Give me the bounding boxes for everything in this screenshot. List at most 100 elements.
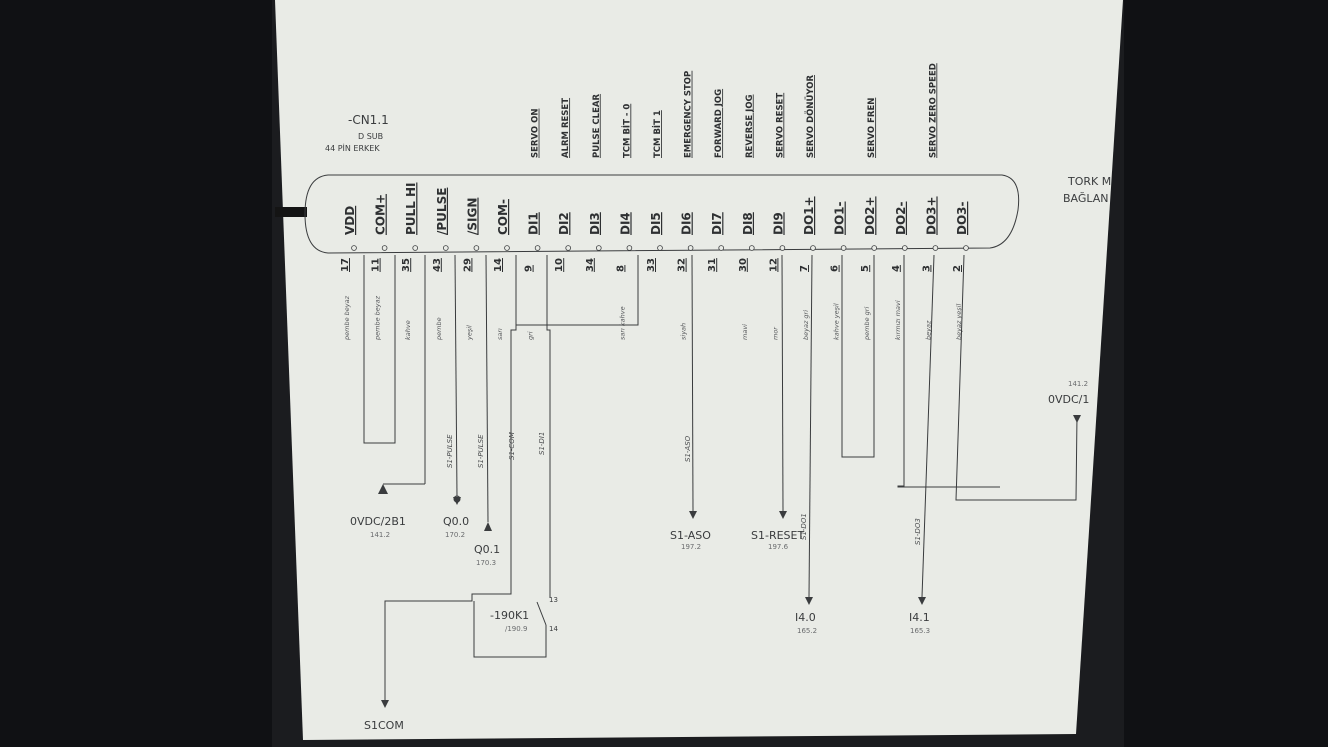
label-q01: Q0.1 — [474, 543, 500, 556]
relay-contact-a: 13 — [549, 596, 558, 604]
pin-terminal — [595, 245, 602, 251]
pin-wire-color: beyaz yeşil — [955, 304, 963, 340]
label-0vdc-right: 0VDC/1 — [1048, 393, 1089, 406]
wire-com-minus — [384, 255, 517, 700]
pin-number: 2 — [952, 265, 963, 272]
ref-s1aso: 197.2 — [681, 543, 701, 551]
pin-number: 32 — [677, 258, 688, 272]
arrow-s1com — [381, 700, 389, 708]
pin-terminal — [351, 245, 357, 251]
pin-name: VDD — [343, 206, 357, 235]
connector-subtitle-2: 44 PİN ERKEK — [325, 143, 380, 153]
tag-s1-do3: S1-DO3 — [914, 518, 922, 545]
wire-do3-minus — [955, 254, 1078, 501]
pin-wire-color: beyaz — [924, 320, 932, 340]
label-s1reset: S1-RESET — [751, 529, 804, 542]
tag-s1-pulse-b: S1-PULSE — [477, 434, 485, 468]
ref-q01: 170.3 — [476, 559, 496, 567]
side-note-line-2: BAĞLAN — [1063, 192, 1109, 205]
pin-name: DO2+ — [863, 196, 877, 235]
bus-bar — [275, 207, 307, 217]
pin-number: 29 — [462, 258, 473, 272]
pin-function: TCM BİT - 0 — [621, 104, 632, 158]
ref-q00: 170.2 — [445, 531, 465, 539]
tag-s1-aso: S1-ASO — [684, 435, 692, 462]
pin-name: DI3 — [588, 212, 602, 235]
pin-terminal — [748, 245, 755, 251]
pin-name: DI6 — [680, 212, 694, 235]
pin-wire-color: beyaz gri — [802, 310, 810, 340]
pin-name: /PULSE — [435, 188, 449, 235]
relay-contact-b: 14 — [549, 625, 558, 633]
relay-labels: -190K1 /190.9 13 14 — [490, 596, 558, 633]
relay-ref: /190.9 — [505, 625, 527, 633]
wire-pulse — [454, 254, 458, 498]
pin-terminal — [657, 245, 663, 251]
pin-terminal — [412, 245, 419, 251]
relay-contact — [536, 601, 547, 626]
relay-label: -190K1 — [490, 609, 529, 622]
label-s1com: S1COM — [364, 719, 404, 732]
ref-0vdc-2b1: 141.2 — [370, 531, 390, 539]
pin-function: SERVO ZERO SPEED — [928, 63, 938, 158]
arrow-0vdc-2b1 — [378, 484, 388, 494]
arrow-s1reset — [779, 511, 787, 519]
arrow-i40 — [805, 597, 813, 605]
pin-number: 9 — [524, 265, 535, 272]
pin-terminal — [779, 245, 786, 251]
pin-wire-color: gri — [527, 331, 535, 340]
pin-number: 4 — [891, 265, 902, 272]
tag-s1-pulse-a: S1-PULSE — [446, 434, 454, 468]
connector-body — [304, 174, 1020, 254]
pin-number: 17 — [340, 258, 351, 272]
pin-terminal — [381, 245, 388, 251]
pin-name: COM- — [496, 199, 510, 235]
pin-terminal — [687, 245, 694, 251]
pin-function: SERVO ON — [531, 109, 541, 158]
pin-number: 31 — [707, 258, 718, 272]
pin-wire-color: pembe gri — [863, 307, 871, 341]
label-q00: Q0.0 — [443, 515, 469, 528]
label-s1aso: S1-ASO — [670, 529, 711, 542]
arrow-s1aso — [689, 511, 697, 519]
pin-name: PULL HI — [404, 182, 418, 235]
wire-sign — [485, 254, 489, 523]
pin-terminal — [840, 245, 847, 251]
wire-do1-minus — [841, 255, 875, 458]
pin-name: DI5 — [649, 212, 663, 235]
pin-name: COM+ — [374, 194, 388, 235]
arrowheads — [378, 415, 1081, 708]
pin-function: FORWARD JOG — [714, 89, 724, 158]
pin-name: /SIGN — [465, 198, 479, 235]
label-0vdc-2b1: 0VDC/2B1 — [350, 515, 406, 528]
pin-function: SERVO RESET — [775, 93, 785, 158]
pin-number: 30 — [738, 258, 749, 272]
pin-number: 8 — [615, 265, 626, 272]
pin-terminal — [718, 245, 724, 251]
pin-function: TCM BİT 1 — [652, 110, 663, 158]
pin-wire-color: pembe — [435, 317, 443, 341]
arrow-i41 — [918, 597, 926, 605]
pin-wire-color: kahve yeşil — [833, 303, 841, 340]
pin-terminal — [626, 245, 633, 251]
pin-name: DO1- — [833, 201, 847, 235]
wire-di1 — [546, 255, 551, 598]
connector-subtitle-1: D SUB — [358, 132, 383, 141]
pin-name: DI8 — [741, 212, 755, 235]
tag-s1-com: S1-COM — [508, 432, 516, 460]
pin-number: 5 — [860, 265, 871, 272]
pin-terminal — [963, 245, 969, 251]
pin-terminal — [565, 245, 571, 251]
terminal-labels: 0VDC/2B1 141.2 Q0.0 170.2 Q0.1 170.3 S1-… — [350, 380, 1089, 732]
ref-i41: 165.3 — [910, 627, 930, 635]
pin-name: DI2 — [557, 212, 571, 235]
pin-name: DI4 — [618, 212, 632, 235]
tag-s1-di1: S1-DI1 — [538, 432, 546, 455]
relay-box — [473, 601, 547, 658]
pin-wire-color: sarı kahve — [618, 306, 626, 340]
wire-di6 — [691, 254, 694, 512]
side-note-line-1: TORK M — [1067, 175, 1111, 188]
pin-function: ALRM RESET — [561, 98, 571, 158]
pin-wire-color: pembe beyaz — [374, 295, 382, 341]
label-i40: I4.0 — [795, 611, 816, 624]
